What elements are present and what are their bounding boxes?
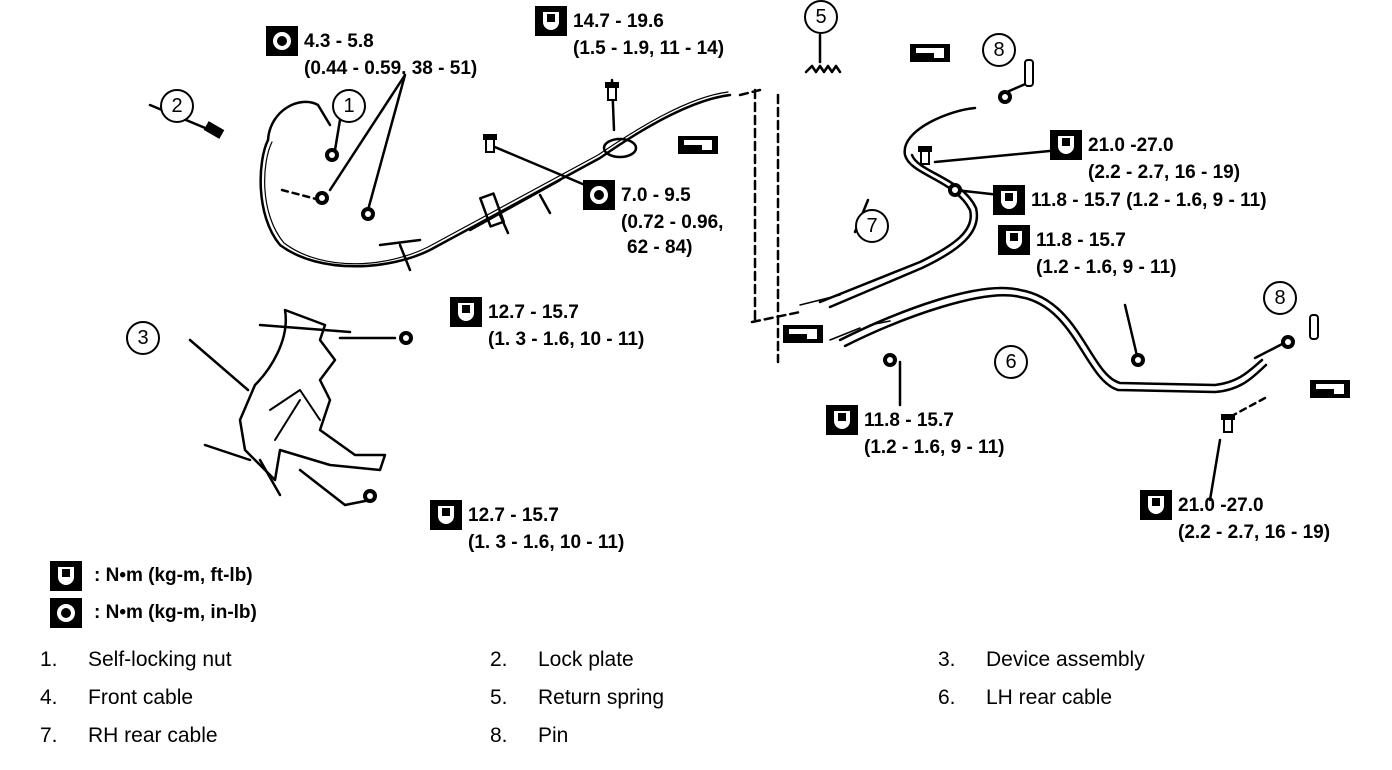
front-cable — [259, 93, 732, 268]
callout-1: 1 — [332, 89, 366, 123]
callout-3: 3 — [126, 321, 160, 355]
torque-wrench-icon — [450, 297, 482, 327]
torque-spec-2: 14.7 - 19.6 (1.5 - 1.9, 11 - 14) — [535, 6, 724, 61]
torque-spec-8: 11.8 - 15.7 (1.2 - 1.6, 9 - 11) — [998, 225, 1176, 280]
torque-sub: (0.72 - 0.96, — [621, 212, 724, 233]
lh-rear-cable — [838, 286, 1264, 387]
torque-sub: (2.2 - 2.7, 16 - 19) — [1088, 162, 1241, 183]
torque-sub: (1.2 - 1.6, 9 - 11) — [1036, 257, 1177, 278]
torque-spec-3: 7.0 - 9.5 (0.72 - 0.96, 62 - 84) — [583, 180, 723, 260]
torque-sub-2: 62 - 84) — [627, 237, 693, 258]
part-item: 7.RH rear cable — [40, 724, 218, 747]
legend-text: : N•m (kg-m, ft-lb) — [94, 565, 253, 586]
torque-sub: (2.2 - 2.7, 16 - 19) — [1178, 522, 1331, 543]
legend-ft-lb: : N•m (kg-m, ft-lb) — [50, 561, 253, 591]
torque-value: 21.0 -27.0 — [1178, 494, 1264, 516]
callout-6: 6 — [994, 345, 1028, 379]
torque-spec-9: 11.8 - 15.7 (1.2 - 1.6, 9 - 11) — [826, 405, 1004, 460]
callout-2: 2 — [160, 89, 194, 123]
callout-5: 5 — [804, 0, 838, 34]
torque-sub: (1. 3 - 1.6, 10 - 11) — [488, 329, 645, 350]
torque-wrench-icon — [535, 6, 567, 36]
torque-wrench-icon — [826, 405, 858, 435]
torque-sub: (1.5 - 1.9, 11 - 14) — [573, 38, 725, 59]
torque-wrench-small-icon — [583, 180, 615, 210]
torque-value: 11.8 - 15.7 (1.2 - 1.6, 9 - 11) — [1031, 189, 1267, 211]
callout-8-top: 8 — [982, 33, 1016, 67]
part-item: 2.Lock plate — [490, 648, 634, 671]
torque-value: 14.7 - 19.6 — [573, 10, 664, 32]
torque-wrench-icon — [1140, 490, 1172, 520]
part-item: 6.LH rear cable — [938, 686, 1113, 709]
part-item: 1.Self-locking nut — [40, 648, 232, 671]
callout-7: 7 — [855, 209, 889, 243]
torque-wrench-icon — [50, 561, 82, 591]
torque-sub: (1. 3 - 1.6, 10 - 11) — [468, 532, 625, 553]
torque-wrench-icon — [430, 500, 462, 530]
torque-value: 11.8 - 15.7 — [1036, 229, 1126, 251]
torque-spec-10: 21.0 -27.0 (2.2 - 2.7, 16 - 19) — [1140, 490, 1330, 545]
torque-spec-5: 12.7 - 15.7 (1. 3 - 1.6, 10 - 11) — [430, 500, 624, 555]
device-assembly — [238, 308, 387, 482]
torque-spec-7: 11.8 - 15.7 (1.2 - 1.6, 9 - 11) — [993, 185, 1267, 215]
torque-sub: (1.2 - 1.6, 9 - 11) — [864, 437, 1005, 458]
torque-value: 12.7 - 15.7 — [468, 504, 559, 526]
torque-value: 12.7 - 15.7 — [488, 301, 579, 323]
torque-value: 21.0 -27.0 — [1088, 134, 1174, 156]
torque-spec-6: 21.0 -27.0 (2.2 - 2.7, 16 - 19) — [1050, 130, 1240, 185]
torque-wrench-icon — [998, 225, 1030, 255]
torque-value: 11.8 - 15.7 — [864, 409, 954, 431]
legend-in-lb: : N•m (kg-m, in-lb) — [50, 598, 257, 628]
torque-wrench-icon — [993, 185, 1025, 215]
torque-wrench-small-icon — [50, 598, 82, 628]
part-item: 3.Device assembly — [938, 648, 1145, 671]
torque-spec-1: 4.3 - 5.8 (0.44 - 0.59, 38 - 51) — [266, 26, 477, 81]
rh-rear-cable — [818, 106, 977, 304]
torque-wrench-icon — [1050, 130, 1082, 160]
part-item: 8.Pin — [490, 724, 569, 747]
legend-text: : N•m (kg-m, in-lb) — [94, 602, 257, 623]
torque-value: 4.3 - 5.8 — [304, 30, 374, 52]
part-item: 4.Front cable — [40, 686, 194, 709]
parking-brake-diagram — [148, 33, 1350, 507]
part-item: 5.Return spring — [490, 686, 665, 709]
torque-wrench-small-icon — [266, 26, 298, 56]
torque-value: 7.0 - 9.5 — [621, 184, 691, 206]
torque-spec-4: 12.7 - 15.7 (1. 3 - 1.6, 10 - 11) — [450, 297, 644, 352]
callout-8-right: 8 — [1263, 281, 1297, 315]
torque-sub: (0.44 - 0.59, 38 - 51) — [304, 58, 478, 79]
